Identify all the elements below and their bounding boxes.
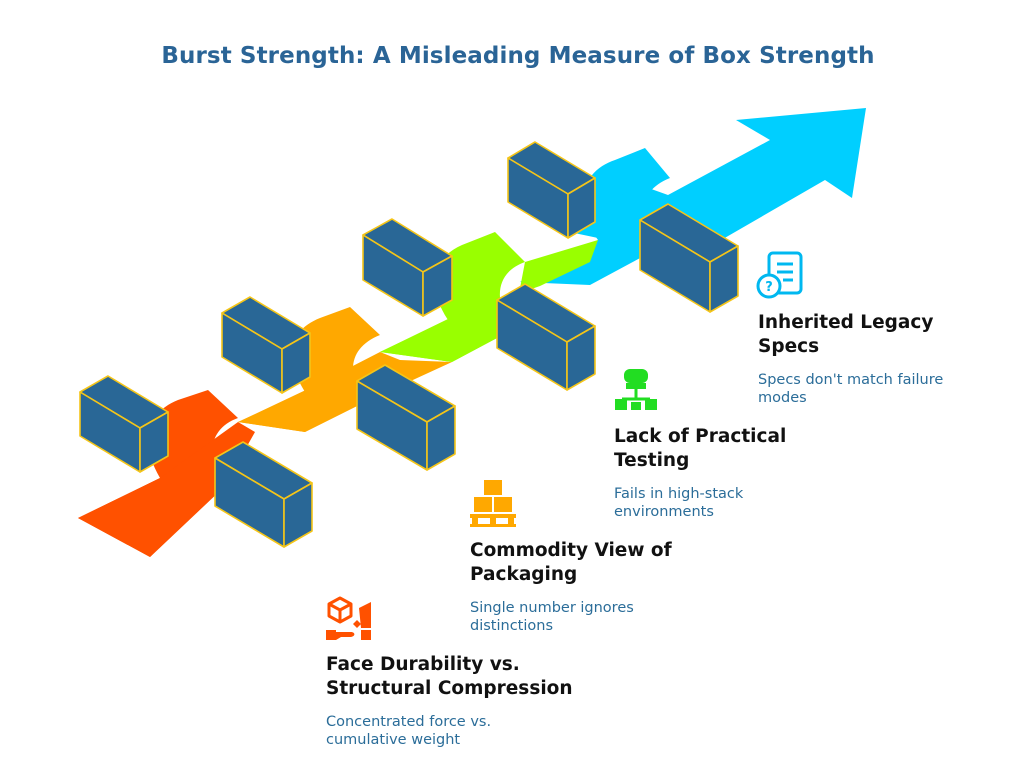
stage-3-title-line2: Testing xyxy=(614,450,690,471)
stage-1-ribbon xyxy=(78,390,255,557)
stage-4-back-block xyxy=(507,141,596,239)
stage-1-title: Face Durability vs. Structural Compressi… xyxy=(326,653,646,701)
stage-1-description: Concentrated force vs. cumulative weight xyxy=(326,713,646,749)
stage-4-description: Specs don't match failure modes xyxy=(758,371,1028,407)
stage-3-back-block xyxy=(362,218,453,317)
stage-3-title: Lack of Practical Testing xyxy=(614,425,934,473)
stage-3-title-line1: Lack of Practical xyxy=(614,426,787,447)
stage-4-desc-line2: modes xyxy=(758,390,807,406)
stage-2-back-block xyxy=(221,296,311,394)
stage-4-title: Inherited Legacy Specs xyxy=(758,311,1028,359)
stage-2-title-line2: Packaging xyxy=(470,564,578,585)
stage-1-title-line2: Structural Compression xyxy=(326,678,573,699)
stacked-boxes-pallet-icon xyxy=(470,480,516,527)
stage-4-title-line1: Inherited Legacy xyxy=(758,312,934,333)
stage-2-desc-line1: Single number ignores xyxy=(470,600,634,616)
stage-2-text: Commodity View of Packaging Single numbe… xyxy=(470,539,790,635)
stage-2-desc-line2: distinctions xyxy=(470,618,553,634)
stage-3-text: Lack of Practical Testing Fails in high-… xyxy=(614,425,934,521)
stage-2-title: Commodity View of Packaging xyxy=(470,539,790,587)
stage-1-desc-line2: cumulative weight xyxy=(326,732,461,748)
stage-1-back-block xyxy=(79,375,169,473)
stage-3-desc-line1: Fails in high-stack xyxy=(614,486,744,502)
stage-4-title-line2: Specs xyxy=(758,336,820,357)
box-and-hand-icon xyxy=(326,596,371,640)
document-question-icon: ? xyxy=(756,251,803,299)
stage-1-front-block xyxy=(214,441,313,548)
stage-2-description: Single number ignores distinctions xyxy=(470,599,790,635)
stage-3-desc-line2: environments xyxy=(614,504,714,520)
stage-1-title-line1: Face Durability vs. xyxy=(326,654,520,675)
stage-4-text: Inherited Legacy Specs Specs don't match… xyxy=(758,311,1028,407)
test-tube-network-icon xyxy=(615,369,657,410)
stage-4-front-block xyxy=(639,203,739,313)
stage-4-desc-line1: Specs don't match failure xyxy=(758,372,944,388)
stage-1-desc-line1: Concentrated force vs. xyxy=(326,714,492,730)
stage-2-front-block xyxy=(356,364,456,471)
stage-3-front-block xyxy=(496,283,596,391)
stage-1-text: Face Durability vs. Structural Compressi… xyxy=(326,653,646,749)
stage-2-title-line1: Commodity View of xyxy=(470,540,672,561)
stage-3-description: Fails in high-stack environments xyxy=(614,485,934,521)
svg-text:?: ? xyxy=(765,280,773,295)
diagram-title: Burst Strength: A Misleading Measure of … xyxy=(161,43,875,69)
